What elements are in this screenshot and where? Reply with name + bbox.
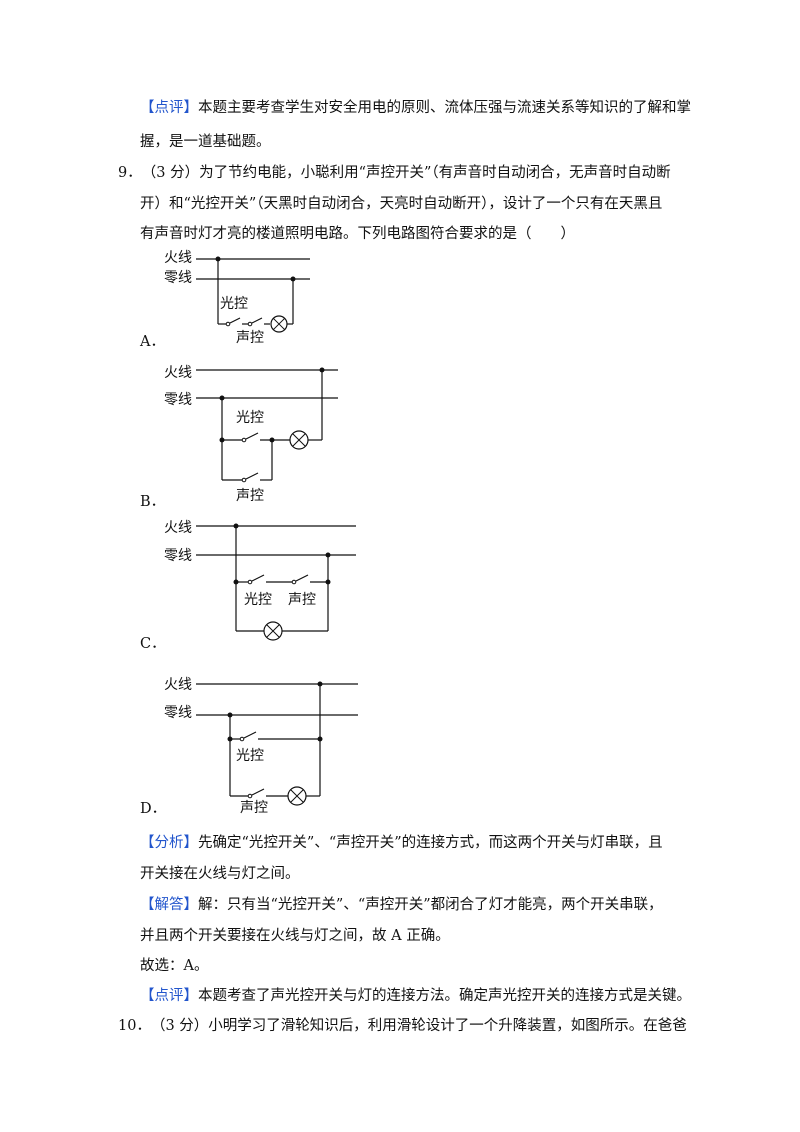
comment-tag: 【点评】 bbox=[140, 988, 198, 1004]
neutral-wire-label: 零线 bbox=[164, 392, 192, 408]
q8-comment: 【点评】本题主要考查学生对安全用电的原则、流体压强与流速关系等知识的了解和掌 bbox=[140, 98, 691, 118]
switch-contact bbox=[225, 321, 231, 327]
sound-switch bbox=[245, 472, 259, 480]
light-switch-label: 光控 bbox=[236, 748, 264, 764]
comment-text: 本题考查了声光控开关与灯的连接方法。确定声光控开关的连接方式是关键。 bbox=[198, 988, 691, 1004]
sound-switch-label: 声控 bbox=[240, 800, 268, 816]
answer-tag: 【解答】 bbox=[140, 897, 198, 913]
sound-switch-label: 声控 bbox=[236, 330, 264, 346]
q9-answer: 【解答】解：只有当“光控开关”、“声控开关”都闭合了灯才能亮，两个开关串联， bbox=[140, 895, 663, 915]
neutral-wire-label: 零线 bbox=[164, 270, 192, 286]
comment-tag: 【点评】 bbox=[140, 100, 198, 116]
circuit-diagram-b: 火线 零线 光控 声控 bbox=[164, 365, 338, 504]
answer-text: 解：只有当“光控开关”、“声控开关”都闭合了灯才能亮，两个开关串联， bbox=[198, 897, 663, 913]
question-number: 9． bbox=[118, 165, 142, 181]
question-number: 10． bbox=[118, 1018, 151, 1034]
light-switch bbox=[245, 432, 259, 440]
live-wire-label: 火线 bbox=[164, 677, 192, 693]
neutral-wire-label: 零线 bbox=[164, 705, 192, 721]
question-text: （3 分）小明学习了滑轮知识后，利用滑轮设计了一个升降装置，如图所示。在爸爸 bbox=[150, 1018, 687, 1034]
live-wire-label: 火线 bbox=[164, 520, 192, 536]
sound-switch bbox=[251, 788, 265, 796]
light-switch-label: 光控 bbox=[236, 410, 264, 426]
q9-stem-line2: 开）和“光控开关”（天黑时自动闭合，天亮时自动断开），设计了一个只有在天黑且 bbox=[140, 196, 663, 212]
q9-stem-line1: 9．（3 分）为了节约电能，小聪利用“声控开关”（有声音时自动闭合，无声音时自动… bbox=[118, 163, 671, 183]
q9-comment: 【点评】本题考查了声光控开关与灯的连接方法。确定声光控开关的连接方式是关键。 bbox=[140, 986, 691, 1006]
circuit-diagram-c: 火线 零线 光控 声控 bbox=[164, 520, 356, 641]
live-wire-label: 火线 bbox=[164, 365, 192, 381]
light-switch-label: 光控 bbox=[220, 296, 248, 312]
sound-switch bbox=[295, 574, 309, 582]
neutral-wire-label: 零线 bbox=[164, 548, 192, 564]
option-a-label: A． bbox=[140, 334, 165, 350]
comment-text: 本题主要考查学生对安全用电的原则、流体压强与流速关系等知识的了解和掌 bbox=[198, 100, 691, 116]
option-c-label: C． bbox=[140, 636, 166, 652]
q8-comment-cont: 握，是一道基础题。 bbox=[140, 134, 271, 150]
q9-answer-cont: 并且两个开关要接在火线与灯之间，故 A 正确。 bbox=[140, 928, 450, 944]
q9-analysis: 【分析】先确定“光控开关”、“声控开关”的连接方式，而这两个开关与灯串联，且 bbox=[140, 833, 663, 853]
q9-stem-line3: 有声音时灯才亮的楼道照明电路。下列电路图符合要求的是（ ） bbox=[140, 226, 575, 242]
option-b-label: B． bbox=[140, 494, 166, 510]
light-switch bbox=[229, 317, 241, 324]
circuit-diagram-d: 火线 零线 光控 声控 bbox=[164, 677, 358, 816]
analysis-tag: 【分析】 bbox=[140, 835, 198, 851]
light-switch bbox=[251, 574, 265, 582]
q10-stem-line1: 10．（3 分）小明学习了滑轮知识后，利用滑轮设计了一个升降装置，如图所示。在爸… bbox=[118, 1016, 687, 1036]
question-text: （3 分）为了节约电能，小聪利用“声控开关”（有声音时自动闭合，无声音时自动断 bbox=[141, 165, 671, 181]
sound-switch-label: 声控 bbox=[288, 592, 316, 608]
live-wire-label: 火线 bbox=[164, 250, 192, 266]
light-switch bbox=[243, 731, 257, 739]
option-d-label: D． bbox=[140, 801, 167, 817]
q9-choice: 故选：A。 bbox=[140, 958, 209, 974]
circuit-diagram-a: 火线 零线 光控 声控 bbox=[164, 250, 310, 346]
q9-analysis-cont: 开关接在火线与灯之间。 bbox=[140, 866, 300, 882]
sound-switch-label: 声控 bbox=[236, 488, 264, 504]
light-switch-label: 光控 bbox=[244, 592, 272, 608]
analysis-text: 先确定“光控开关”、“声控开关”的连接方式，而这两个开关与灯串联，且 bbox=[198, 835, 663, 851]
sound-switch bbox=[251, 317, 263, 324]
